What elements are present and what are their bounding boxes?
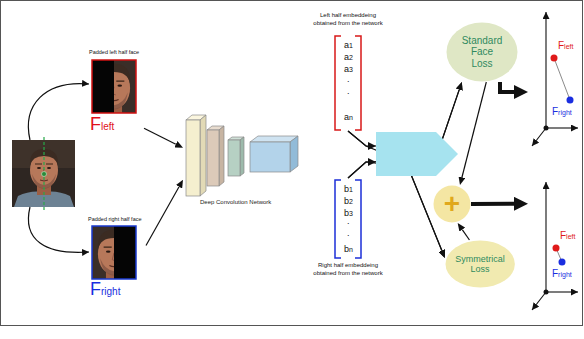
axis [532,292,546,310]
network-caption: Deep Convolution Network [200,199,271,206]
photo-ground [12,140,75,207]
face-symbol: Fright [90,280,120,298]
layer-front [228,140,240,176]
arrowhead-shape [368,158,376,166]
loss-name: Symmetrical Loss [455,254,505,275]
embedding-vector: Right half embeddeing obtained from the … [308,178,388,290]
vector-dots: . [347,74,350,84]
vector-entry: a3 [344,64,353,74]
vector-entry: a1 [344,40,353,50]
sum-circle: + [433,185,471,223]
point-label: Fright [552,106,572,117]
layer-side [290,136,298,172]
vector-entry: an [344,112,353,122]
plot-axes [532,12,578,310]
circle-outline [434,186,471,223]
crop-frame [92,226,136,279]
embedding-vector: Left half embeddeing obtained from the n… [308,12,388,131]
vector-entry: bn [344,244,353,254]
connector [462,230,469,240]
layer-front [186,120,200,196]
crop-frame [92,60,136,113]
half-face [114,60,136,113]
connector [146,187,179,246]
connectors [144,82,514,251]
distance-line [554,58,570,100]
merge-arrow [376,132,458,176]
vector-entry: b1 [344,184,353,194]
plus-sign: + [444,190,460,218]
loss-ellipse: Symmetrical Loss [445,240,515,288]
connector [462,82,486,177]
face-crop: Padded left half faceFleft [86,49,144,139]
outer-frame [1,1,583,326]
origin-dot [544,126,549,131]
axis [532,128,546,146]
vector-caption: Right half embeddeing obtained from the … [310,262,386,277]
embedding-plot: FleftFright [528,6,580,150]
connector [471,202,514,206]
connector [500,82,514,92]
layer-side [240,137,244,176]
connector [144,128,176,144]
axis [545,182,546,292]
axis [546,291,578,292]
point-label: Fright [552,268,572,279]
center-dot [42,172,47,177]
embedding-dot [567,97,574,104]
vector-caption: Left half embeddeing obtained from the n… [310,12,386,27]
face-symbol: Fleft [90,115,114,133]
embedding-plot: FleftFright [528,176,580,322]
layer-side [200,115,206,196]
cnn-layers [186,115,298,196]
crop-caption: Padded right half face [88,216,142,222]
arrowhead-shape [368,142,376,150]
split-arrow [28,84,89,140]
layer-front [250,142,290,172]
layer-side [219,126,224,186]
vector-dots: . [347,228,350,238]
cnn-block: Deep Convolution Network [183,114,301,208]
vector-entry: b2 [344,196,353,206]
vector-bracket [335,36,361,130]
loss-name: Standard Face Loss [462,35,503,70]
ellipse-outline [447,23,518,82]
loss-ellipse: Standard Face Loss [446,22,518,82]
split-arrow [28,207,89,252]
origin-dot [544,290,549,295]
layer-front [207,130,219,186]
embedding-dot [559,259,566,266]
vector-dots: . [347,86,350,96]
ellipse-outline [445,241,514,288]
vector-bracket [335,180,361,258]
vector-entry: a2 [344,52,353,62]
embedding-dot [553,245,560,252]
axis [545,12,546,128]
face-figure [114,64,136,113]
vector-dots: . [347,216,350,226]
face-photo [12,140,75,207]
point-label: Fleft [558,40,573,51]
face-figure [92,230,114,279]
embedding-dot [551,55,558,62]
point-label: Fleft [560,230,575,241]
axis [546,127,578,128]
connector [348,90,459,178]
crop-caption: Padded left half face [89,49,139,55]
face-crop: Padded right half faceFright [86,214,146,304]
half-face [92,226,114,279]
